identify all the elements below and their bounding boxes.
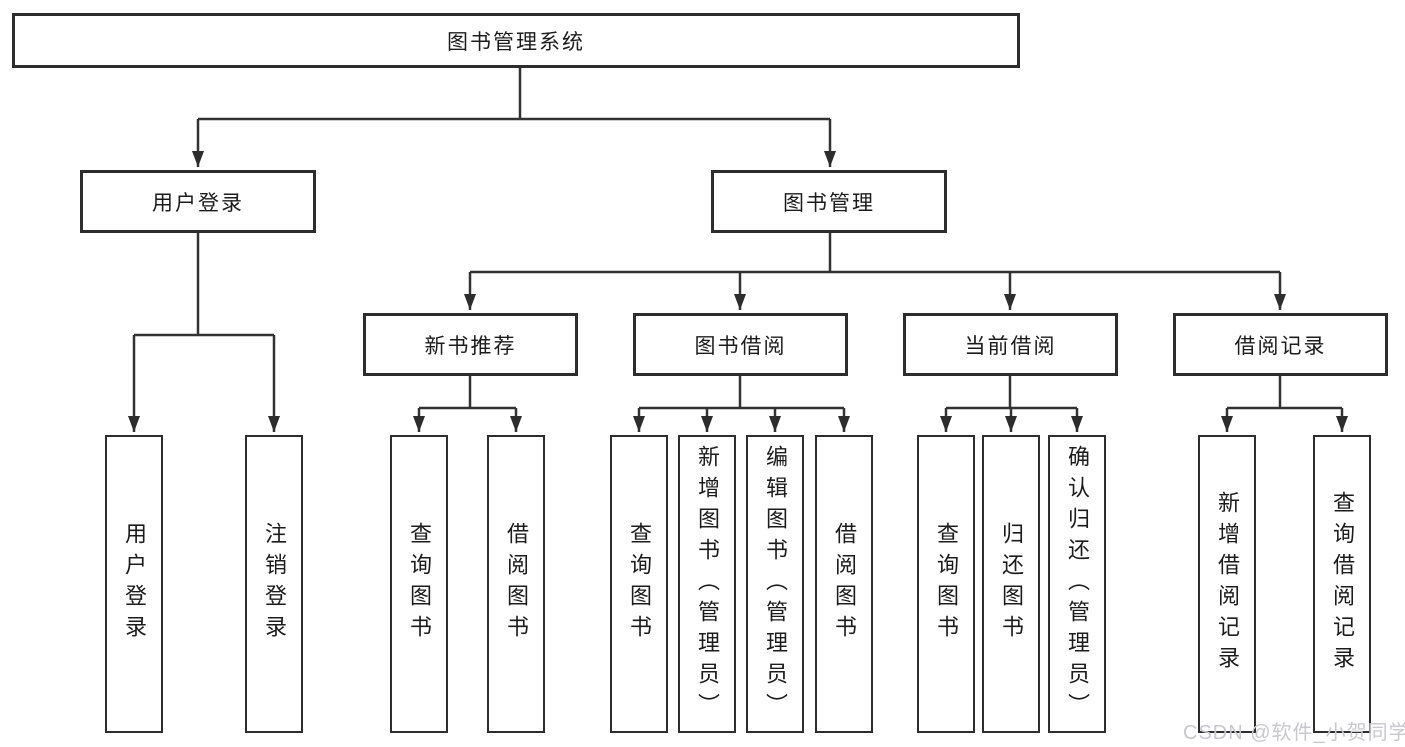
- leaf-borrow-books: 借阅图书: [815, 435, 873, 733]
- leaf-add-borrow-record: 新增借阅记录: [1198, 435, 1256, 733]
- leaf-add-book-admin: 新增图书（管理员）: [678, 435, 736, 733]
- leaf-return-books: 归还图书: [982, 435, 1040, 733]
- node-book-borrowing: 图书借阅: [633, 313, 848, 376]
- leaf-confirm-return-admin: 确认归还（管理员）: [1048, 435, 1106, 733]
- node-new-book-recommendation: 新书推荐: [363, 313, 578, 376]
- node-user-login: 用户登录: [80, 170, 316, 233]
- node-borrowing-records: 借阅记录: [1173, 313, 1388, 376]
- node-book-management: 图书管理: [711, 170, 947, 233]
- leaf-edit-book-admin: 编辑图书（管理员）: [746, 435, 804, 733]
- leaf-query-books: 查询图书: [610, 435, 668, 733]
- leaf-query-books: 查询图书: [390, 435, 448, 733]
- csdn-watermark: CSDN @软件_小贺同学: [1183, 722, 1405, 744]
- leaf-user-login: 用户登录: [105, 435, 163, 733]
- leaf-query-books: 查询图书: [917, 435, 975, 733]
- node-current-borrowing: 当前借阅: [903, 313, 1118, 376]
- node-library-management-system: 图书管理系统: [12, 13, 1020, 68]
- leaf-logout: 注销登录: [245, 435, 303, 733]
- leaf-borrow-books: 借阅图书: [487, 435, 545, 733]
- leaf-query-borrow-record: 查询借阅记录: [1313, 435, 1371, 733]
